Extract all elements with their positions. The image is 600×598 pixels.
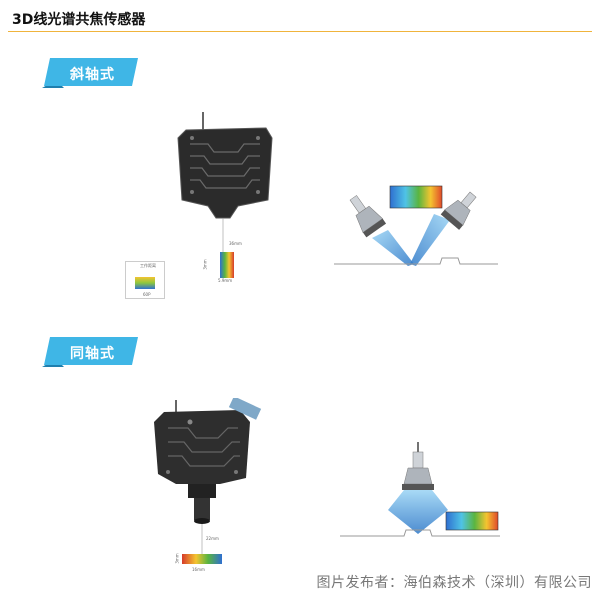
oblique-principle-diagram bbox=[334, 185, 498, 266]
inset-label: 工作距离 bbox=[140, 263, 156, 268]
oblique-sensor-image bbox=[177, 112, 273, 278]
dim-range-oblique: 3mm bbox=[202, 259, 208, 270]
title-divider bbox=[8, 31, 592, 32]
measurement-range-inset bbox=[125, 261, 165, 299]
dim-width-coaxial: 16mm bbox=[192, 567, 205, 572]
dim-standoff-coaxial: 22mm bbox=[206, 536, 219, 541]
coaxial-principle-diagram bbox=[340, 442, 500, 537]
inset-bottom-label: 60P bbox=[143, 292, 151, 297]
section-tag-label: 斜轴式 bbox=[70, 67, 115, 83]
page-title: 3D线光谱共焦传感器 bbox=[12, 12, 146, 28]
section-tag-coaxial: 同轴式 bbox=[42, 337, 138, 367]
image-publisher-watermark: 图片发布者：海伯森技术（深圳）有限公司 bbox=[316, 575, 592, 591]
coaxial-sensor-image bbox=[154, 398, 262, 564]
dim-standoff-oblique: 36mm bbox=[229, 241, 242, 246]
tag-banner-shape bbox=[42, 58, 138, 88]
tag-banner-shape bbox=[42, 337, 138, 367]
dim-width-oblique: 5.9mm bbox=[218, 278, 233, 283]
section-tag-label: 同轴式 bbox=[70, 346, 115, 362]
section-tag-oblique: 斜轴式 bbox=[42, 58, 138, 88]
dim-range-coaxial: 3mm bbox=[174, 553, 180, 564]
